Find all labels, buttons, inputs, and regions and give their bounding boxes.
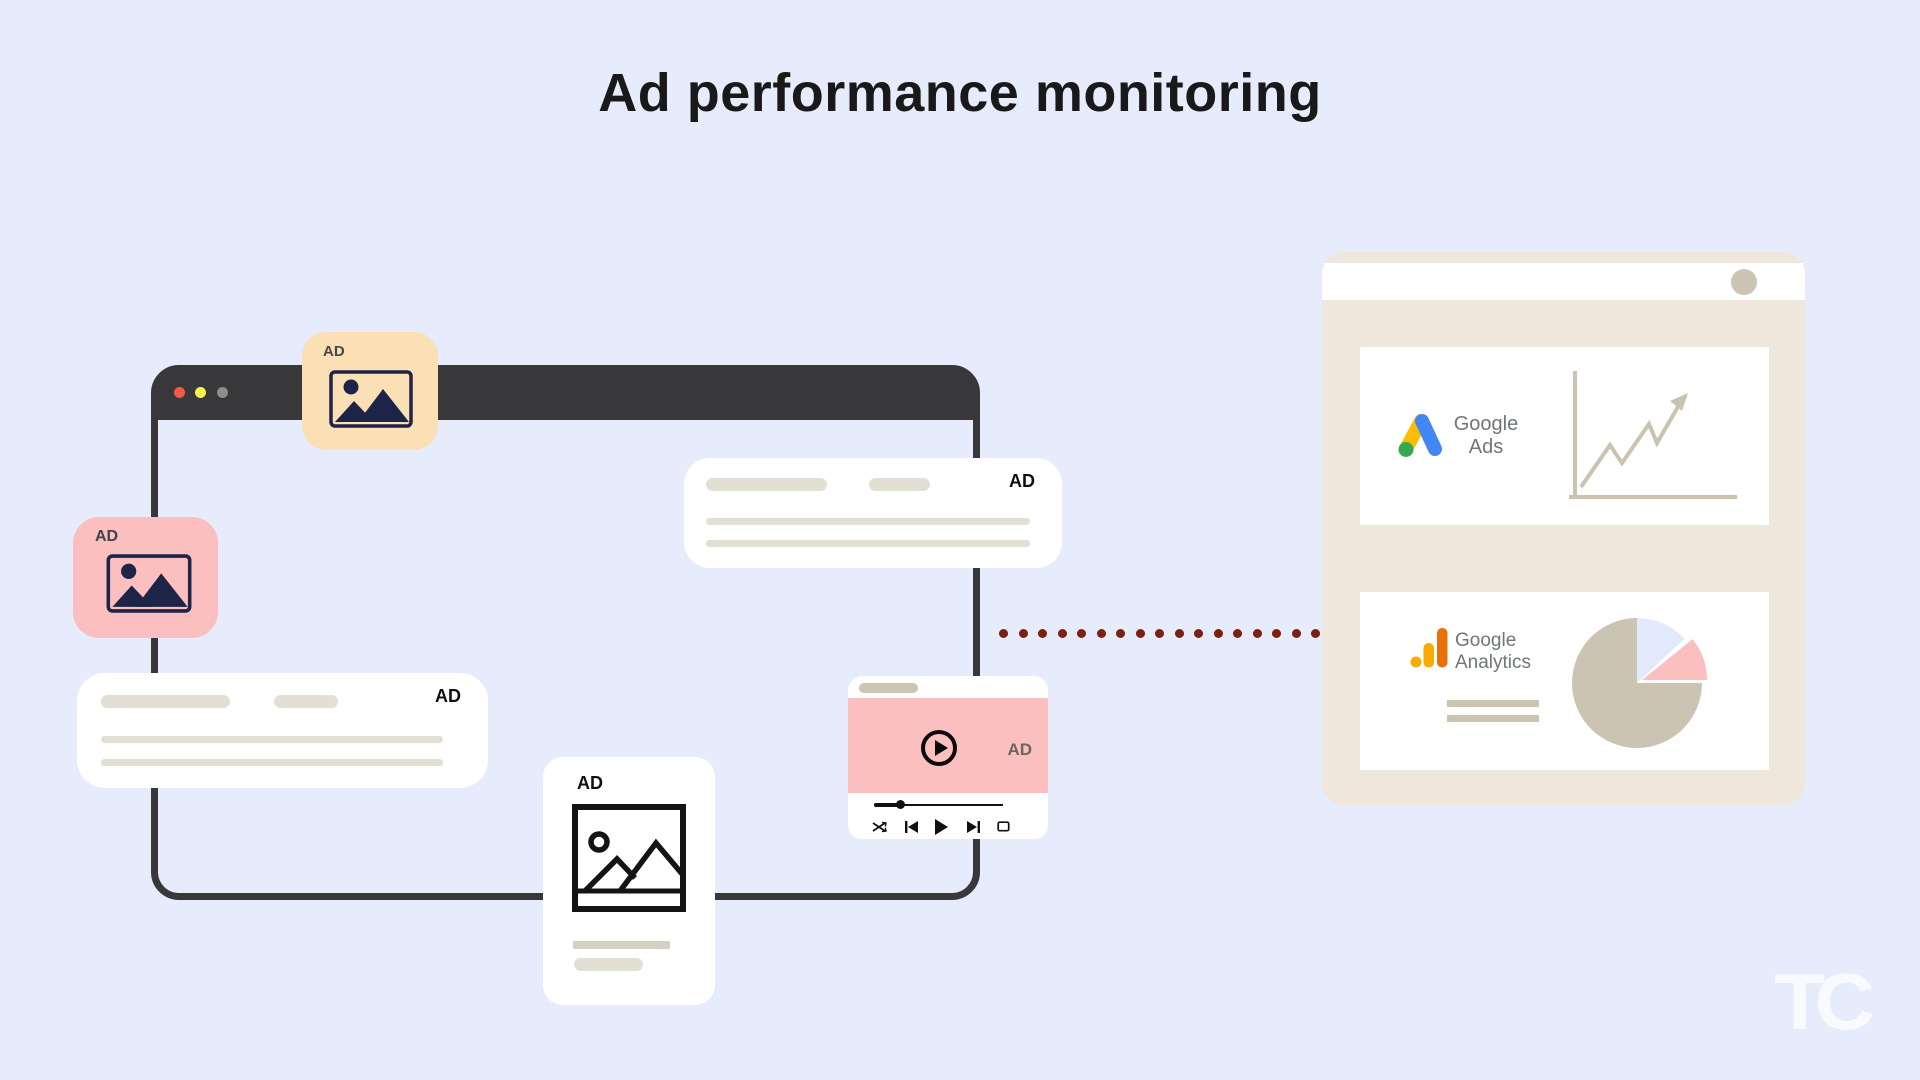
video-ad-card: AD (848, 676, 1048, 839)
pie-chart (1572, 618, 1707, 748)
play-control-button[interactable] (935, 818, 949, 835)
connector-dot (1233, 629, 1242, 638)
google-analytics-wordmark: Google Analytics (1455, 630, 1531, 674)
placeholder-text-line (1447, 700, 1539, 707)
placeholder-title-bar (859, 683, 918, 693)
placeholder-text-line (101, 759, 443, 766)
google-ads-card: Google Ads (1360, 347, 1769, 525)
placeholder-text-line (574, 958, 643, 971)
ad-badge: AD (1007, 740, 1032, 759)
google-ads-wordmark: Google Ads (1444, 413, 1528, 459)
connector-dot (1213, 629, 1223, 638)
repeat-button[interactable] (997, 821, 1010, 832)
panel-header-circle (1731, 269, 1757, 295)
trend-line-chart (1569, 371, 1737, 499)
text-ad-card-top: AD (684, 458, 1062, 568)
dotted-connector (999, 629, 1321, 638)
placeholder-text-line (573, 941, 670, 949)
progress-scrubber[interactable] (896, 800, 905, 809)
placeholder-text-line (706, 518, 1030, 525)
connector-dot (1155, 629, 1164, 638)
ad-badge: AD (323, 343, 345, 360)
placeholder-headline-bar (274, 695, 338, 708)
connector-dot (1311, 629, 1320, 638)
brand-line: Analytics (1455, 652, 1532, 673)
traffic-light-close-button[interactable] (174, 387, 185, 398)
ad-badge: AD (435, 686, 461, 706)
connector-dot (1135, 629, 1145, 638)
image-placeholder-icon (106, 554, 192, 613)
image-placeholder-outline-icon (572, 804, 686, 912)
brand-line: Google (1455, 630, 1517, 651)
placeholder-headline-bar (706, 478, 827, 491)
analytics-panel-window: Google Ads Google Analytics (1322, 252, 1805, 805)
connector-dot (1291, 629, 1301, 638)
google-ads-logo-icon (1398, 414, 1442, 457)
placeholder-text-line (101, 736, 443, 743)
placeholder-text-line (706, 540, 1030, 547)
tc-logo-watermark: TC (1774, 957, 1874, 1046)
progress-bar-elapsed (874, 803, 900, 807)
google-analytics-card: Google Analytics (1360, 592, 1769, 770)
brand-line: Google (1453, 413, 1519, 435)
connector-dot (1038, 629, 1047, 638)
traffic-light-minimize-button[interactable] (195, 387, 206, 398)
connector-dot (1018, 629, 1028, 638)
connector-dot (1194, 629, 1203, 638)
next-button[interactable] (966, 820, 981, 834)
placeholder-headline-bar (869, 478, 930, 491)
media-controls (872, 818, 1010, 835)
connector-dot (1077, 629, 1086, 638)
traffic-light-maximize-button[interactable] (217, 387, 228, 398)
connector-dot (1116, 629, 1125, 638)
page-title: Ad performance monitoring (598, 63, 1322, 123)
image-placeholder-icon (329, 370, 413, 428)
progress-bar[interactable] (874, 804, 1003, 806)
connector-dot (1057, 629, 1067, 638)
connector-dot (1174, 629, 1184, 638)
previous-button[interactable] (904, 820, 919, 834)
image-ad-card-top: AD (302, 332, 438, 450)
ad-badge: AD (577, 773, 603, 793)
placeholder-text-line (1447, 715, 1539, 722)
connector-dot (1272, 629, 1281, 638)
text-ad-card-left: AD (77, 673, 488, 788)
video-area: AD (848, 698, 1048, 793)
play-button[interactable] (919, 728, 959, 768)
brand-line: Ads (1468, 436, 1504, 458)
panel-header-bar (1322, 263, 1805, 300)
display-ad-card-bottom: AD (543, 757, 715, 1005)
connector-dot (1252, 629, 1262, 638)
connector-dot (999, 629, 1008, 638)
google-analytics-logo-icon (1410, 628, 1448, 668)
connector-dot (1096, 629, 1106, 638)
browser-title-bar (158, 372, 973, 420)
placeholder-headline-bar (101, 695, 230, 708)
ad-badge: AD (1009, 471, 1035, 491)
image-ad-card-left: AD (73, 517, 218, 638)
ad-badge: AD (95, 528, 119, 545)
shuffle-button[interactable] (872, 821, 887, 833)
